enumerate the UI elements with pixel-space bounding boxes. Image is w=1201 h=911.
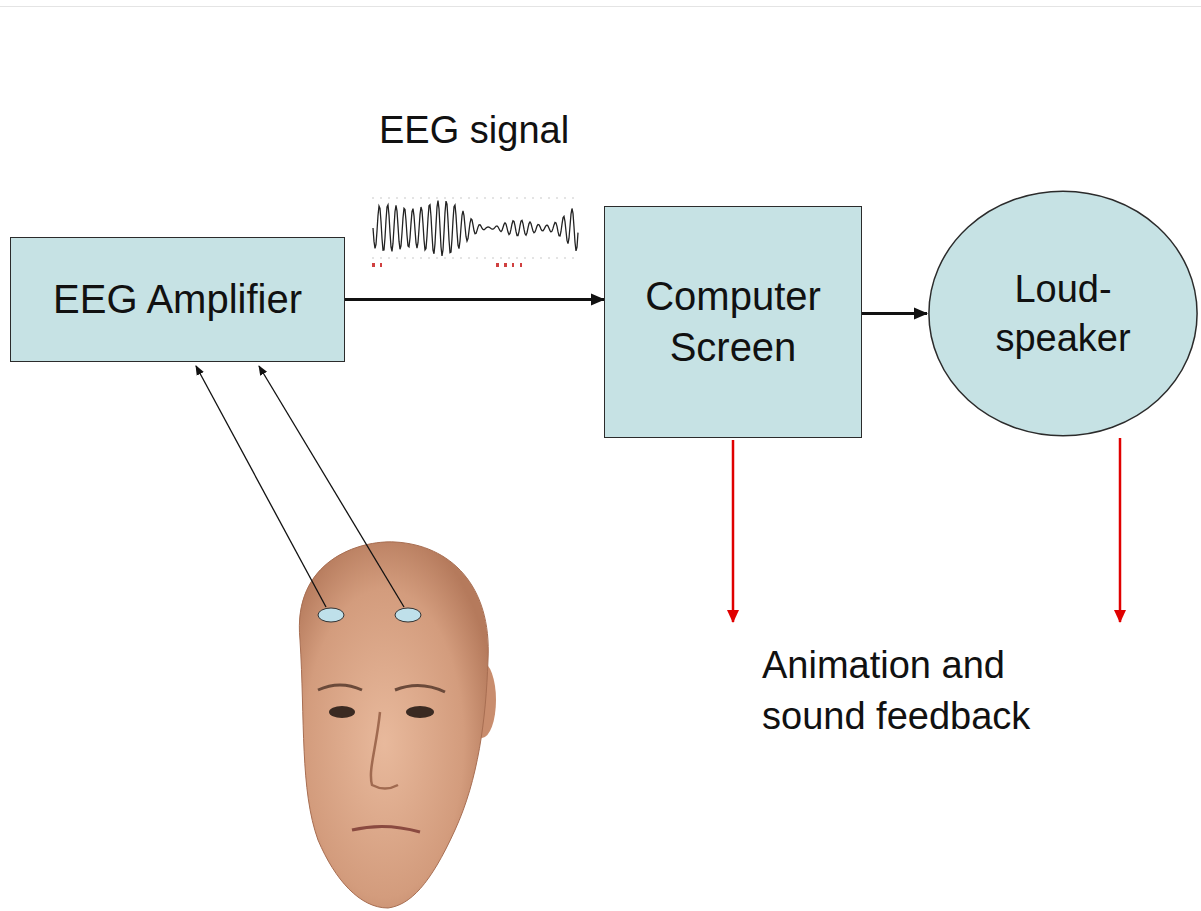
process-box: Computer Screen (604, 206, 862, 438)
process-box: EEG Amplifier (10, 237, 345, 362)
node-text: EEG Amplifier (53, 274, 302, 325)
speaker-ellipse: Loud- speaker (927, 190, 1199, 437)
eeg-waveform (372, 198, 578, 267)
note-label: Animation and sound feedback (762, 640, 1092, 743)
node-text: Computer Screen (620, 271, 846, 373)
electrode-lead (196, 366, 326, 607)
feedback-arrow (1119, 438, 1122, 622)
node-text: Loud- speaker (983, 265, 1143, 362)
feedback-arrow (732, 440, 735, 622)
ellipse-outline (927, 190, 1199, 437)
signal-arrow (862, 312, 927, 315)
edge-label: EEG signal (379, 105, 569, 156)
top-rule (0, 6, 1201, 7)
signal-arrow (345, 298, 604, 301)
electrode-lead (259, 366, 404, 607)
